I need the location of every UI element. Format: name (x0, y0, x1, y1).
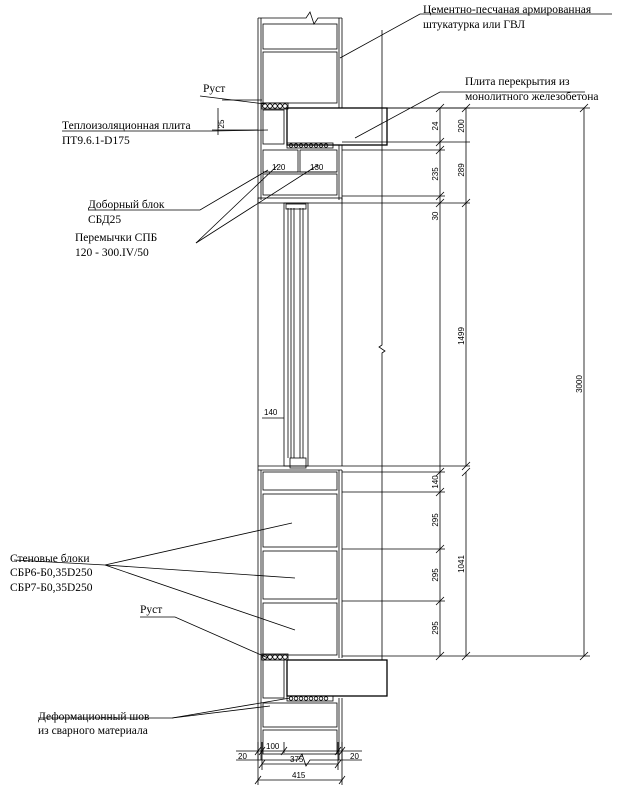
leader-lines (13, 13, 612, 719)
dim-295-b: 295 (431, 568, 440, 582)
label-joint-2: из сварного материала (38, 725, 148, 737)
plaster-layer (257, 18, 343, 760)
callout-labels: Цементно-песчаная армированная штукатурк… (10, 4, 598, 737)
dim-415: 415 (292, 771, 306, 780)
label-lintels-2: 120 - 300.IV/50 (75, 247, 149, 259)
dim-30: 30 (431, 211, 440, 220)
dim-200: 200 (457, 119, 466, 133)
label-plaster-1: Цементно-песчаная армированная (423, 4, 592, 16)
window-unit (257, 30, 386, 660)
dim-25: 25 (217, 119, 226, 128)
dim-3000: 3000 (575, 375, 584, 393)
label-rust-bottom: Руст (140, 604, 162, 616)
floor-slab-lower (258, 659, 388, 767)
rust-top (261, 102, 289, 110)
lower-wall-blocks (262, 471, 338, 656)
label-rust-top: Руст (203, 83, 225, 95)
dim-120: 120 (272, 163, 286, 172)
dim-100: 100 (266, 742, 280, 751)
insulation-plate (262, 109, 285, 145)
label-plaster-2: штукатурка или ГВЛ (423, 19, 525, 31)
label-lintels-1: Перемычки СПБ (75, 232, 157, 244)
dim-140-vertical: 140 (431, 475, 440, 489)
label-filler-2: СБД25 (88, 214, 121, 226)
label-filler-1: Доборный блок (88, 199, 165, 211)
dim-375: 375 (290, 755, 304, 764)
upper-wall-blocks (262, 23, 338, 104)
label-insulation-2: ПТ9.6.1-D175 (62, 135, 130, 147)
dim-295-a: 295 (431, 513, 440, 527)
label-slab-2: монолитного железобетона (465, 91, 598, 103)
break-line-top (258, 11, 342, 25)
dim-20-left: 20 (238, 752, 247, 761)
label-joint-1: Деформационный шов (38, 711, 150, 723)
dim-289: 289 (457, 163, 466, 177)
label-insulation-1: Теплоизоляционная плита (62, 120, 191, 132)
label-slab-1: Плита перекрытия из (465, 76, 570, 88)
bottom-dimension-lines (212, 99, 362, 785)
dim-140-horizontal: 140 (264, 408, 278, 417)
dim-1499: 1499 (457, 327, 466, 345)
label-wall-blocks-2: СБР6-Б0,35D250 (10, 567, 93, 579)
lintels-block (262, 149, 338, 196)
dim-295-c: 295 (431, 621, 440, 635)
dimension-extension-lines (342, 103, 590, 661)
label-wall-blocks-1: Стеновые блоки (10, 553, 89, 565)
dimension-labels: 24 200 235 289 30 1499 3000 140 295 295 … (217, 119, 584, 780)
dim-235: 235 (431, 167, 440, 181)
label-wall-blocks-3: СБР7-Б0,35D250 (10, 582, 93, 594)
dim-20-right: 20 (350, 752, 359, 761)
dim-130: 130 (310, 163, 324, 172)
floor-slab-upper (286, 107, 388, 149)
dim-1041: 1041 (457, 555, 466, 573)
dim-24: 24 (431, 121, 440, 130)
